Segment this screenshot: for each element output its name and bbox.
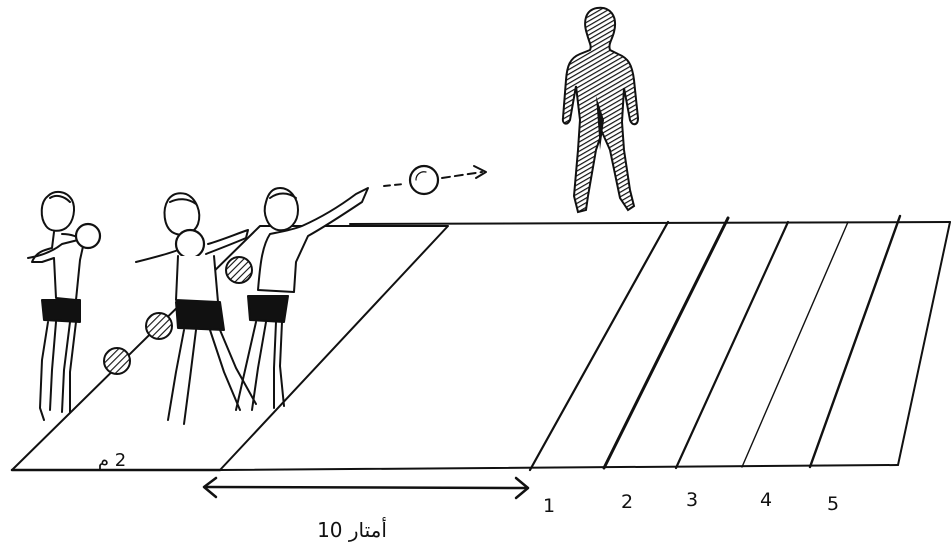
- zone-line-5: [808, 214, 902, 469]
- child-waiting: [27, 190, 102, 421]
- zone-number-4: 4: [760, 489, 772, 511]
- observer-figure: [561, 6, 640, 214]
- zone-width-label: 2 م: [98, 450, 126, 471]
- medicine-ball: [145, 312, 173, 340]
- medicine-ball: [225, 256, 253, 284]
- zone-line-3: [674, 220, 790, 470]
- medicine-ball: [103, 347, 131, 375]
- zone-line-1: [528, 220, 670, 472]
- child-throwing: [235, 187, 369, 411]
- medicine-balls: [103, 256, 253, 375]
- landing-field: [219, 221, 951, 471]
- zone-number-1: 1: [543, 495, 555, 517]
- zone-line-2: [602, 216, 730, 470]
- zone-number-3: 3: [686, 489, 698, 511]
- zone-number-2: 2: [621, 491, 633, 513]
- zone-lines: [528, 214, 902, 472]
- child-holding-ball: [135, 192, 257, 425]
- thrown-ball: [383, 164, 487, 196]
- zone-number-5: 5: [827, 493, 839, 515]
- distance-label: 10 أمتار: [317, 517, 387, 542]
- zone-line-4: [741, 221, 849, 468]
- distance-arrow: [202, 476, 530, 500]
